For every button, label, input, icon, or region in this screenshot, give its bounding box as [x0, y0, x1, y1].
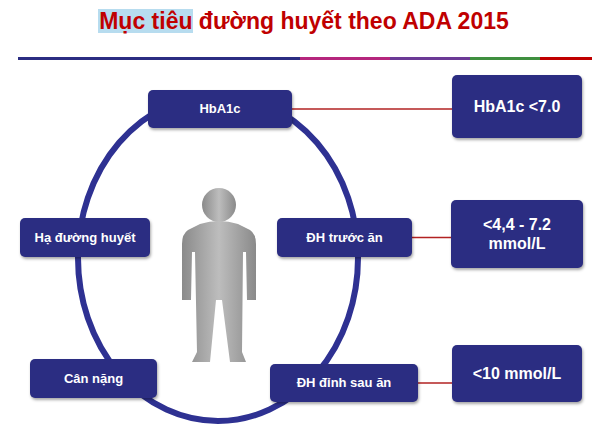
- node-label: <4,4 - 7.2 mmol/L: [459, 215, 575, 253]
- node-label: Cân nặng: [64, 371, 123, 387]
- node-label: ĐH trước ăn: [306, 230, 382, 246]
- factor-box: HbA1c: [148, 90, 292, 128]
- connector-line: [292, 108, 452, 110]
- factor-box: ĐH đỉnh sau ăn: [270, 364, 418, 402]
- header-rule: [18, 57, 592, 60]
- person-silhouette: [182, 188, 256, 362]
- target-box: <10 mmol/L: [452, 345, 582, 402]
- title: Mục tiêu đường huyết theo ADA 2015: [99, 8, 509, 34]
- factor-box: ĐH trước ăn: [277, 218, 412, 257]
- factor-box: Cân nặng: [30, 359, 157, 398]
- node-label: HbA1c <7.0: [474, 97, 561, 116]
- factor-box: Hạ đường huyết: [20, 218, 150, 257]
- node-label: HbA1c: [199, 101, 240, 117]
- connector-line: [412, 237, 451, 239]
- node-label: ĐH đỉnh sau ăn: [297, 375, 392, 391]
- target-box: <4,4 - 7.2 mmol/L: [451, 200, 583, 268]
- connector-line: [418, 382, 452, 384]
- target-box: HbA1c <7.0: [452, 75, 582, 138]
- node-label: Hạ đường huyết: [35, 230, 136, 246]
- node-label: <10 mmol/L: [473, 364, 561, 383]
